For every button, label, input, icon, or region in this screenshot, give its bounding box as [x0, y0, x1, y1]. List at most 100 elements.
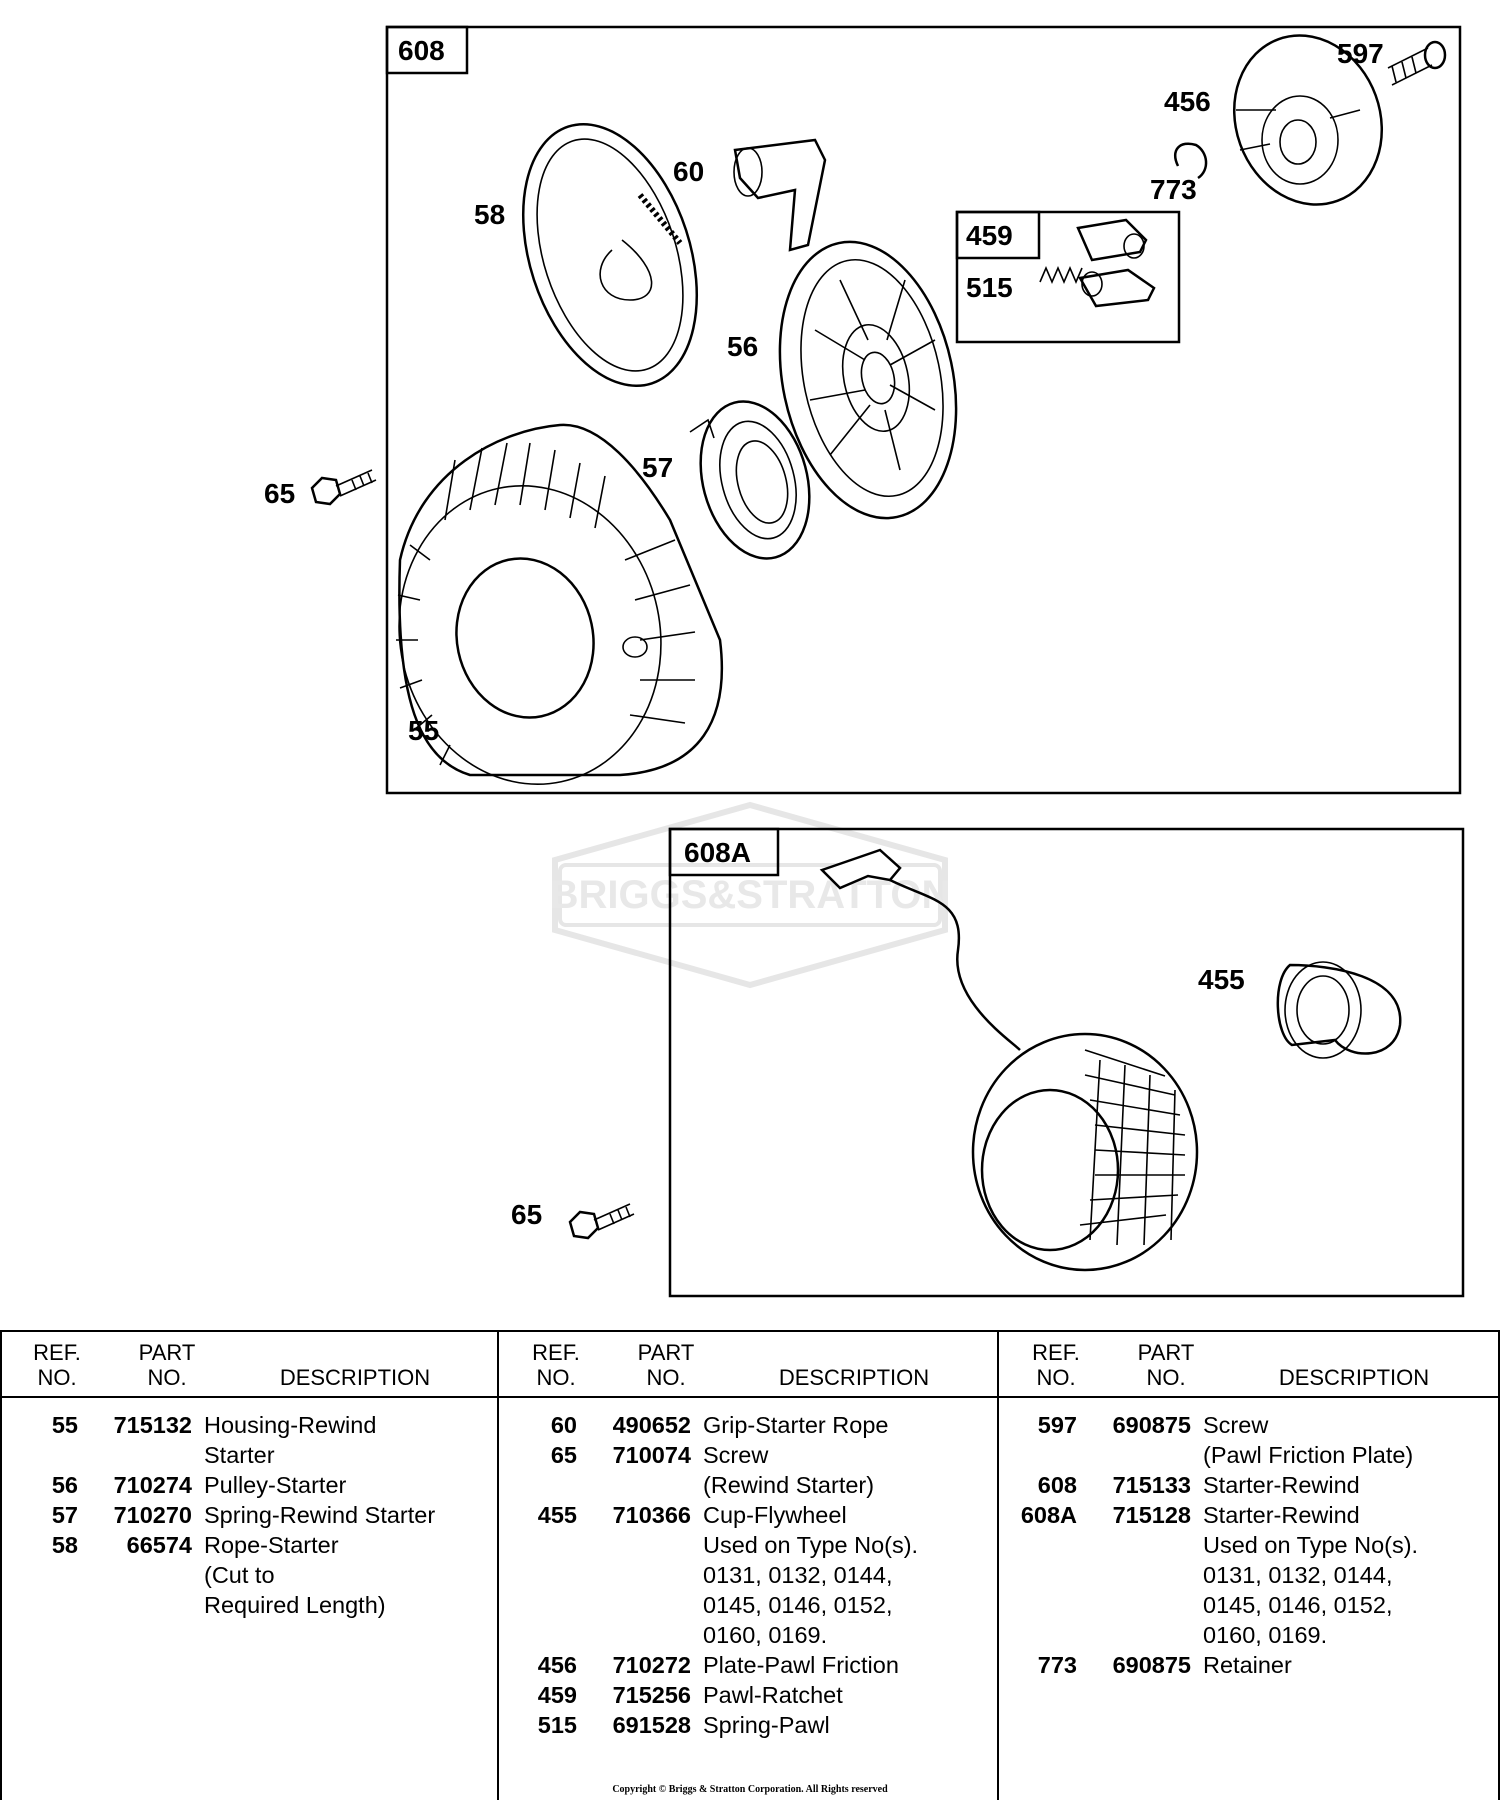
ref-no-header: REF.NO. — [1032, 1340, 1080, 1390]
callout-57: 57 — [642, 452, 673, 483]
ref-no-header: REF.NO. — [33, 1340, 81, 1390]
part-no-cell: 710270 — [113, 1502, 192, 1528]
part-no-cell: 710074 — [612, 1442, 691, 1468]
box-label-608: 608 — [398, 35, 445, 66]
briggs-stratton-watermark: BRIGGS&STRATTON — [550, 801, 951, 989]
ref-no-cell: 56 — [51, 1472, 78, 1498]
table-row: 65 710074 Screw (Rewind Starter) — [499, 1440, 997, 1500]
description-cell: Cup-Flywheel Used on Type No(s). 0131, 0… — [703, 1502, 919, 1648]
part-no-cell: 715133 — [1112, 1472, 1191, 1498]
assembly-box-459 — [955, 210, 1181, 344]
ref-no-cell: 58 — [51, 1532, 78, 1558]
screw-597-drawing — [1387, 40, 1447, 86]
description-cell: Spring-Rewind Starter — [204, 1502, 436, 1528]
callout-65-top: 65 — [264, 478, 295, 509]
description-cell: Starter-Rewind — [1203, 1472, 1360, 1498]
part-no-cell: 710272 — [612, 1652, 691, 1678]
part-no-cell: 710274 — [113, 1472, 192, 1498]
part-no-cell: 715256 — [612, 1682, 691, 1708]
callout-60: 60 — [673, 156, 704, 187]
description-cell: Screw (Rewind Starter) — [703, 1442, 875, 1498]
description-cell: Retainer — [1203, 1652, 1292, 1678]
callout-515: 515 — [966, 272, 1013, 303]
box-label-608a: 608A — [684, 837, 751, 868]
description-cell: Starter-Rewind Used on Type No(s). 0131,… — [1203, 1502, 1419, 1648]
callout-773: 773 — [1150, 174, 1197, 205]
pawl-friction-plate-drawing — [1232, 34, 1384, 206]
ref-no-cell: 773 — [1037, 1652, 1077, 1678]
part-no-cell: 490652 — [612, 1412, 691, 1438]
table-row: 455 710366 Cup-Flywheel Used on Type No(s)… — [499, 1500, 997, 1650]
table-row: 56 710274 Pulley-Starter — [0, 1470, 497, 1500]
description-cell: Rope-Starter (Cut to Required Length) — [204, 1532, 386, 1618]
ref-no-cell: 459 — [537, 1682, 577, 1708]
flywheel-cup-drawing — [1276, 961, 1402, 1059]
screw-65-bottom-drawing — [568, 1203, 635, 1240]
description-header: DESCRIPTION — [279, 1365, 431, 1390]
description-header: DESCRIPTION — [1278, 1365, 1430, 1390]
screw-65-top-drawing — [310, 469, 377, 506]
table-row: 58 66574 Rope-Starter (Cut to Required Len… — [0, 1530, 497, 1620]
table-row: 608 715133 Starter-Rewind — [999, 1470, 1498, 1500]
table-row: 515 691528 Spring-Pawl — [499, 1710, 997, 1740]
description-header: DESCRIPTION — [778, 1365, 930, 1390]
rewind-spring-drawing — [689, 400, 811, 560]
callout-55: 55 — [408, 715, 439, 746]
box-label-459: 459 — [966, 220, 1013, 251]
pulley-drawing — [778, 240, 958, 520]
table-row: 773 690875 Retainer — [999, 1650, 1498, 1680]
part-no-cell: 690875 — [1112, 1412, 1191, 1438]
ref-no-cell: 515 — [537, 1712, 577, 1738]
table-row: 57 710270 Spring-Rewind Starter — [0, 1500, 497, 1530]
exploded-parts-diagram: BRIGGS&STRATTON 608 459 608A — [264, 25, 1465, 1298]
part-no-cell: 710366 — [612, 1502, 691, 1528]
pawl-spring-drawing — [1039, 265, 1083, 285]
ref-no-cell: 57 — [51, 1502, 78, 1528]
callout-597: 597 — [1337, 38, 1384, 69]
ref-no-cell: 55 — [51, 1412, 78, 1438]
rewind-starter-608a-drawing — [819, 848, 1199, 1272]
ref-no-cell: 456 — [537, 1652, 577, 1678]
table-row: 608A 715128 Starter-Rewind Used on Type No… — [999, 1500, 1498, 1650]
ref-no-cell: 608A — [1020, 1502, 1077, 1528]
ref-no-cell: 608 — [1037, 1472, 1077, 1498]
starter-grip-drawing — [733, 138, 827, 252]
part-no-cell: 715128 — [1112, 1502, 1191, 1528]
description-cell: Grip-Starter Rope — [703, 1412, 889, 1438]
ref-no-cell: 65 — [550, 1442, 577, 1468]
part-no-cell: 66574 — [126, 1532, 192, 1558]
watermark-text: BRIGGS&STRATTON — [550, 873, 951, 917]
ref-no-cell: 455 — [537, 1502, 577, 1528]
part-no-cell: 691528 — [612, 1712, 691, 1738]
ref-no-header: REF.NO. — [532, 1340, 580, 1390]
description-cell: Pulley-Starter — [204, 1472, 347, 1498]
pawl-ratchet-drawing — [1076, 218, 1156, 308]
retainer-ring-drawing — [1173, 142, 1208, 180]
description-cell: Screw (Pawl Friction Plate) — [1203, 1412, 1414, 1468]
description-cell: Pawl-Ratchet — [703, 1682, 843, 1708]
callout-58: 58 — [474, 199, 505, 230]
callout-456: 456 — [1164, 86, 1211, 117]
callout-455: 455 — [1198, 964, 1245, 995]
assembly-box-608a — [668, 827, 1465, 1298]
rewind-housing-drawing — [396, 423, 724, 785]
callout-56: 56 — [727, 331, 758, 362]
copyright-notice: Copyright © Briggs & Stratton Corporatio… — [612, 1784, 888, 1795]
part-no-cell: 690875 — [1112, 1652, 1191, 1678]
rope-starter-drawing — [521, 122, 699, 388]
description-cell: Spring-Pawl — [703, 1712, 830, 1738]
callout-65-bottom: 65 — [511, 1199, 542, 1230]
table-row: 459 715256 Pawl-Ratchet — [499, 1680, 997, 1710]
